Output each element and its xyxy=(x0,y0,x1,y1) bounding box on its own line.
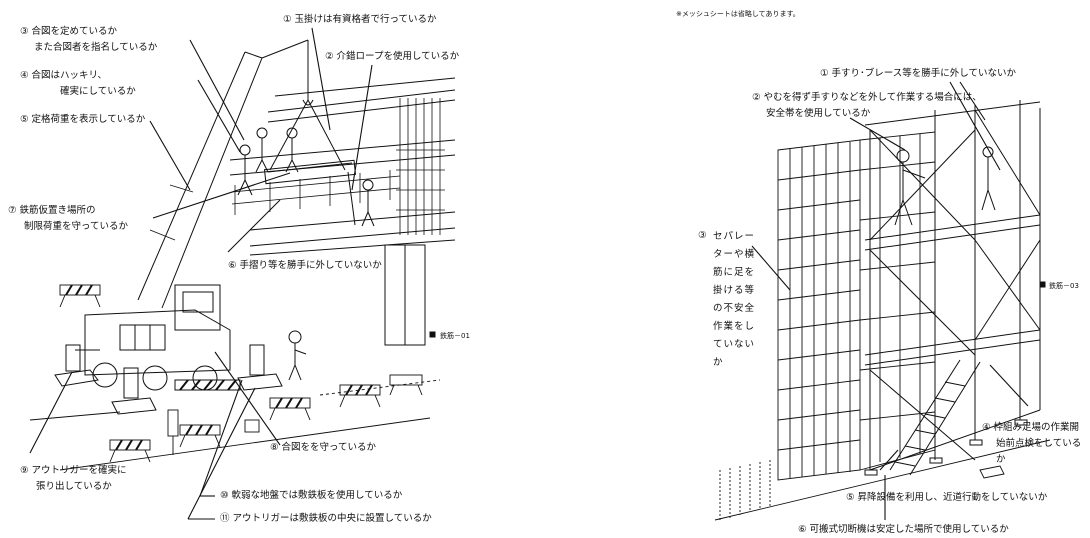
ground xyxy=(714,439,1051,521)
scaffold-leader-lines xyxy=(751,81,1029,520)
label-line: ⑨ アウトリガーを確実に xyxy=(20,465,127,476)
label-rated-load: ⑤ 定格荷重を表示しているか xyxy=(20,114,146,125)
label-line: ④ 枠組み足場の作業開 xyxy=(982,422,1080,433)
label-line: ⑦ 鉄筋仮置き場所の xyxy=(8,205,96,216)
label-pre-work-inspection: ④ 枠組み足場の作業開 始前点検をしている か xyxy=(982,420,1081,468)
label-line: 制限荷重を守っているか xyxy=(24,221,129,232)
label-line: 安全帯を使用しているか xyxy=(766,108,871,119)
scaffold-workers xyxy=(894,146,996,226)
label-item3-number: ③ xyxy=(698,230,707,241)
label-qualified-slinger: ① 玉掛けは有資格者で行っているか xyxy=(283,14,437,25)
ref-marker-03 xyxy=(1039,281,1046,288)
label-stairs: ⑤ 昇降設備を利用し、近道行動をしていないか xyxy=(846,492,1048,503)
label-clear-signal: ④ 合図はハッキリ、 確実にしているか xyxy=(20,68,136,100)
bridge-deck xyxy=(229,77,456,346)
label-line: か xyxy=(996,454,1006,465)
crane xyxy=(54,39,309,415)
label-line: 張り出しているか xyxy=(36,481,112,492)
barricades xyxy=(29,284,441,471)
label-line: ③ 合図を定めているか xyxy=(20,26,118,37)
label-storage-load-limit: ⑦ 鉄筋仮置き場所の 制限荷重を守っているか xyxy=(8,203,128,235)
label-portable-cutter: ⑥ 可搬式切断機は安定した場所で使用しているか xyxy=(798,524,1009,535)
label-obey-signal: ⑧ 合図をを守っているか xyxy=(270,442,377,453)
label-tag-rope: ② 介錯ロープを使用しているか xyxy=(325,51,460,62)
scaffold-scene xyxy=(429,81,1051,521)
label-line: 確実にしているか xyxy=(60,86,136,97)
scaffold-frames xyxy=(864,100,1041,476)
crane-scene xyxy=(29,27,456,520)
label-line: ④ 合図はハッキリ、 xyxy=(20,70,107,81)
label-handrail-brace: ① 手すり･ブレース等を勝手に外していないか xyxy=(820,68,1017,79)
ref-label-01: 鉄筋－01 xyxy=(440,332,470,340)
label-line: また合図者を指名しているか xyxy=(34,42,158,53)
ref-marker-01 xyxy=(429,331,436,338)
label-outrigger-extend: ⑨ アウトリガーを確実に 張り出しているか xyxy=(20,463,127,495)
label-steel-plate: ⑩ 軟弱な地盤では敷鉄板を使用しているか xyxy=(220,490,403,501)
hook-and-load xyxy=(263,40,357,226)
workers xyxy=(237,127,375,381)
mesh-sheet-note: ※メッシュシートは省略してあります。 xyxy=(676,10,800,18)
rebar-cage xyxy=(777,131,936,481)
label-line: ② やむを得ず手すりなどを外して作業する場合には、 xyxy=(752,92,982,103)
ref-label-03: 鉄筋－03 xyxy=(1049,282,1079,290)
label-line: 始前点検をしている xyxy=(996,438,1082,449)
label-unsafe-footing: セパレーターや横筋に足を掛ける等の不安全作業をしていないか xyxy=(713,231,756,368)
label-handrail: ⑥ 手摺り等を勝手に外していないか xyxy=(228,260,382,271)
label-safety-harness: ② やむを得ず手すりなどを外して作業する場合には、 安全帯を使用しているか xyxy=(752,90,982,122)
label-signal-defined: ③ 合図を定めているか また合図者を指名しているか xyxy=(20,24,157,56)
leader-lines xyxy=(29,27,373,520)
label-outrigger-center: ⑪ アウトリガーは敷鉄板の中央に設置しているか xyxy=(220,513,432,524)
